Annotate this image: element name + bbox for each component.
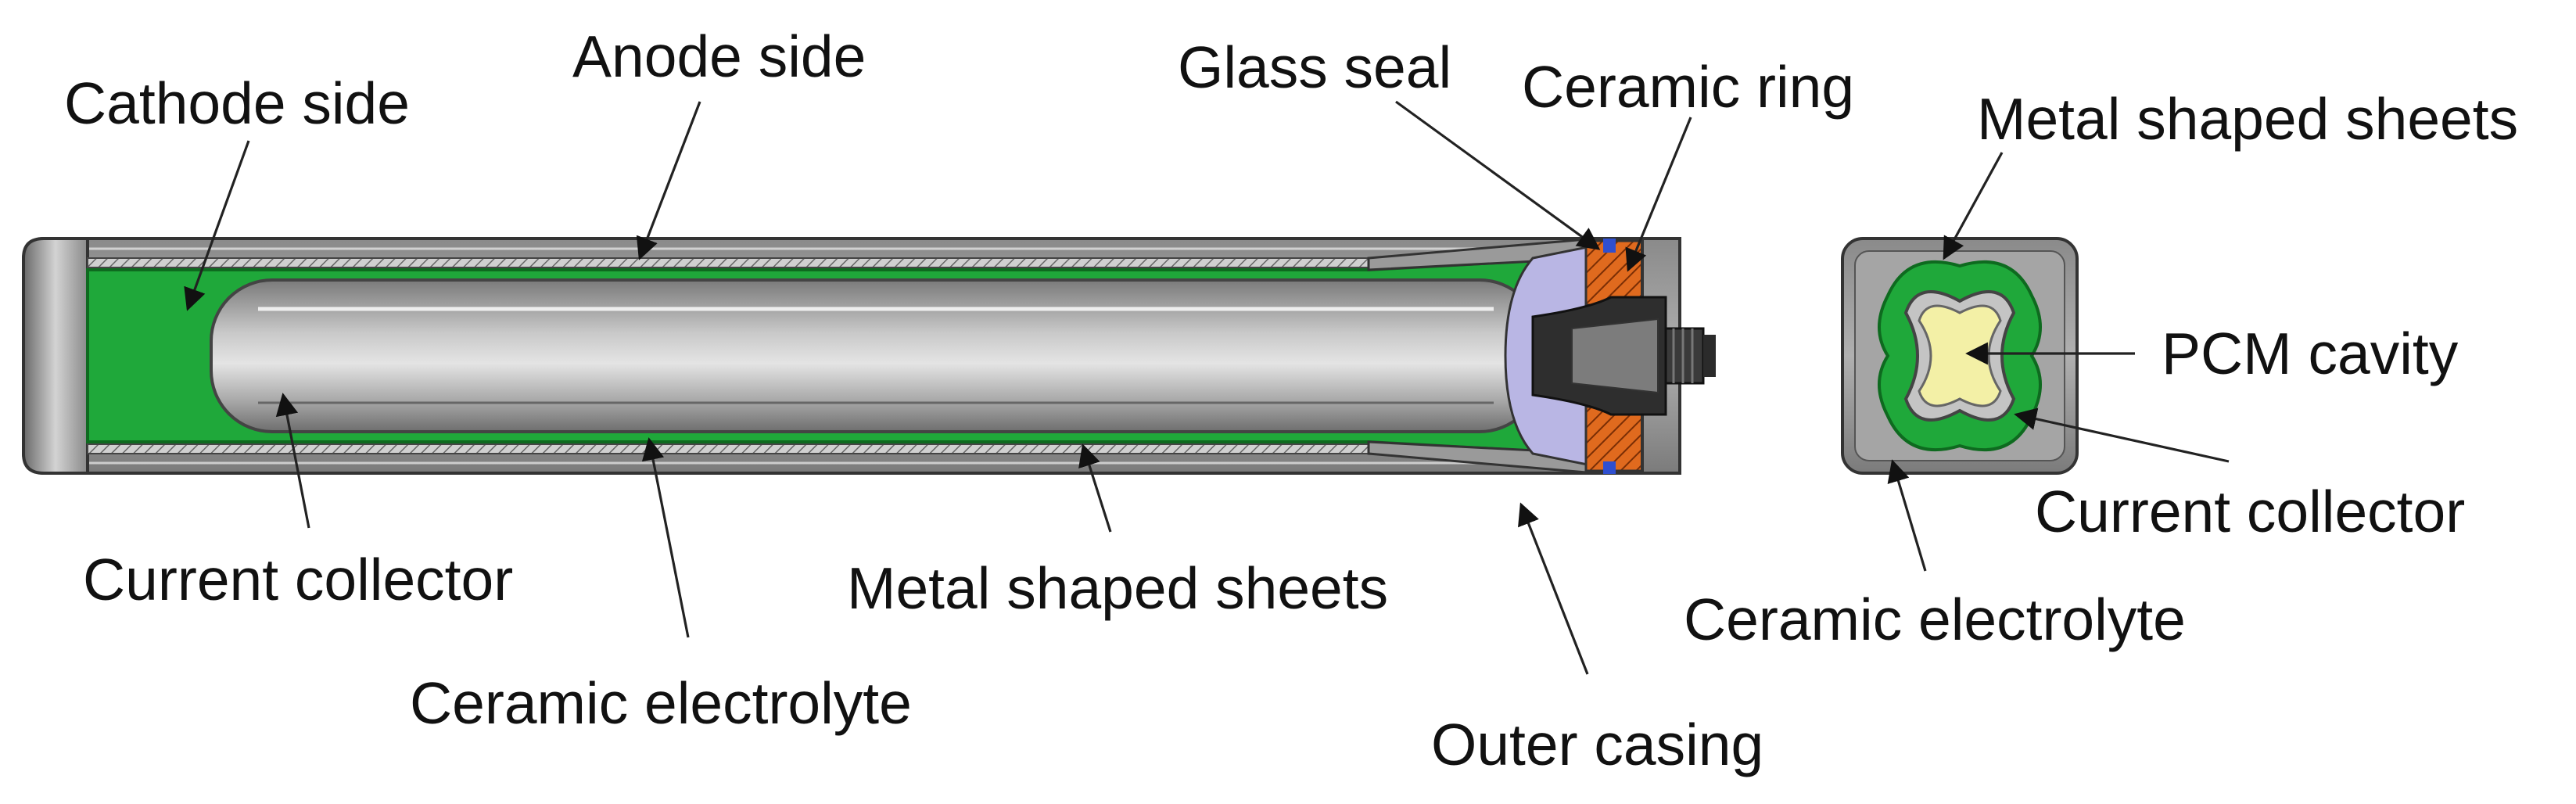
leader-ceramic-electrolyte-right [1887,459,1927,572]
leader-lines [184,100,2230,675]
leader-ceramic-electrolyte-left [641,437,690,638]
pcm-cavity-shape [1918,304,2002,407]
ceramic-electrolyte-tube [210,278,1542,433]
leader-cathode-side [184,140,250,311]
label-outer-casing: Outer casing [1431,712,1763,777]
label-metal-sheets-bottom: Metal shaped sheets [847,555,1388,621]
label-anode-side: Anode side [572,23,866,89]
terminal-post [1664,327,1705,385]
label-ceramic-electrolyte-left: Ceramic electrolyte [410,670,912,736]
left-end-cap [22,237,89,475]
label-pcm-cavity: PCM cavity [2162,321,2459,386]
leader-glass-seal [1395,100,1601,250]
label-current-collector-left: Current collector [83,547,513,612]
label-cathode-side: Cathode side [64,70,410,136]
label-metal-sheets-right: Metal shaped sheets [1977,86,2518,152]
transverse-section [1841,237,2079,475]
metal-shaped-sheet-top [87,257,1371,268]
leader-current-collector-right [2014,407,2230,463]
label-glass-seal: Glass seal [1178,34,1451,100]
label-ceramic-ring: Ceramic ring [1522,54,1854,120]
leader-ceramic-ring [1625,117,1692,272]
leader-metal-sheets-bottom [1078,443,1112,533]
leader-current-collector-left [275,393,310,529]
labels: Anode side Cathode side Glass seal Ceram… [64,23,2518,777]
longitudinal-section [22,237,1716,475]
label-current-collector-right: Current collector [2035,479,2465,544]
leader-anode-side [636,101,701,260]
label-ceramic-electrolyte-right: Ceramic electrolyte [1684,587,2186,652]
metal-shaped-sheet-bottom [87,443,1371,454]
leader-metal-sheets-right [1943,152,2004,260]
leader-outer-casing [1518,502,1589,675]
ceramic-ring-bottom [1584,405,1645,472]
